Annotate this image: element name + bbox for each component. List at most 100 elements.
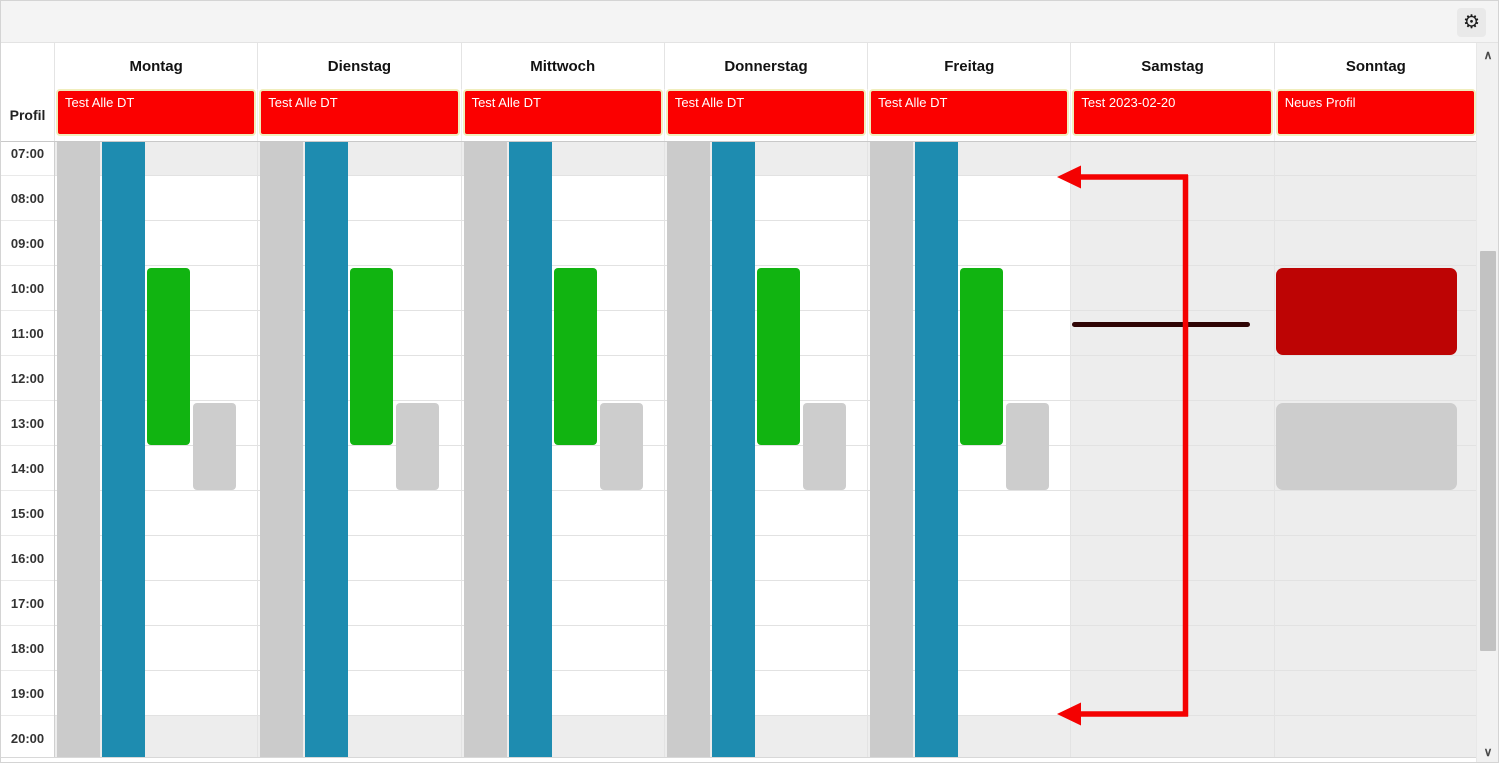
profile-banner[interactable]: Neues Profil: [1275, 89, 1476, 136]
hour-cell: [1071, 401, 1275, 446]
event-lightgray[interactable]: [396, 403, 440, 490]
profile-cell: Test Alle DT: [462, 89, 665, 141]
time-label: 09:00: [1, 221, 54, 266]
time-label: 16:00: [1, 536, 54, 581]
time-label: 12:00: [1, 356, 54, 401]
bar-gray[interactable]: [260, 142, 304, 757]
hour-cell: [1071, 716, 1275, 757]
event-green[interactable]: [147, 268, 190, 445]
hour-cell: [1071, 142, 1275, 176]
profile-banner[interactable]: Test Alle DT: [462, 89, 663, 136]
hour-cell: [1071, 266, 1275, 311]
hour-cell: [1071, 446, 1275, 491]
time-label: 15:00: [1, 491, 54, 536]
time-label: 17:00: [1, 581, 54, 626]
day-column-sonntag[interactable]: [1274, 142, 1478, 757]
event-darkred[interactable]: [1275, 268, 1457, 355]
scroll-down-button[interactable]: ∨: [1483, 745, 1493, 759]
time-label: 19:00: [1, 671, 54, 716]
profile-banner[interactable]: Test Alle DT: [56, 89, 257, 136]
bar-gray[interactable]: [57, 142, 100, 757]
hour-cell: [1274, 176, 1478, 221]
event-lightgray[interactable]: [802, 403, 846, 490]
hour-cell: [1274, 142, 1478, 176]
gear-icon: ⚙: [1462, 12, 1481, 33]
hour-cell: [1274, 581, 1478, 626]
day-rows: [1071, 142, 1275, 757]
profile-banner[interactable]: Test Alle DT: [259, 89, 460, 136]
hour-cell: [1071, 671, 1275, 716]
day-header-samstag: Samstag: [1071, 43, 1275, 89]
hour-cell: [1274, 491, 1478, 536]
event-lightgray[interactable]: [193, 403, 236, 490]
event-lightgray[interactable]: [1006, 403, 1050, 490]
hour-cell: [1274, 356, 1478, 401]
event-green[interactable]: [350, 268, 394, 445]
day-column-freitag[interactable]: [868, 142, 1072, 757]
time-label: 14:00: [1, 446, 54, 491]
profile-banner[interactable]: Test Alle DT: [869, 89, 1070, 136]
profile-row-label: Profil: [1, 89, 55, 141]
profile-banner[interactable]: Test Alle DT: [665, 89, 867, 136]
scroll-thumb[interactable]: [1480, 251, 1496, 651]
time-label: 13:00: [1, 401, 54, 446]
event-gray[interactable]: [1275, 403, 1457, 490]
hour-cell: [1071, 311, 1275, 356]
hour-cell: [1071, 176, 1275, 221]
bar-blue[interactable]: [305, 142, 349, 757]
bar-blue[interactable]: [508, 142, 552, 757]
hour-cell: [1274, 221, 1478, 266]
hour-cell: [1071, 221, 1275, 266]
day-column-mittwoch[interactable]: [461, 142, 665, 757]
hour-cell: [1071, 356, 1275, 401]
settings-button[interactable]: ⚙: [1457, 8, 1486, 37]
day-column-donnerstag[interactable]: [664, 142, 869, 757]
hour-cell: [1274, 716, 1478, 757]
profile-cell: Test 2023-02-20: [1071, 89, 1275, 141]
hour-cell: [1071, 491, 1275, 536]
bar-blue[interactable]: [711, 142, 755, 757]
hour-cell: [1071, 536, 1275, 581]
scroll-up-button[interactable]: ∧: [1483, 48, 1493, 62]
bar-gray[interactable]: [666, 142, 710, 757]
day-column-montag[interactable]: [55, 142, 259, 757]
time-label: 08:00: [1, 176, 54, 221]
day-header-dienstag: Dienstag: [258, 43, 462, 89]
vertical-scrollbar[interactable]: ∧ ∨: [1476, 43, 1498, 762]
event-green[interactable]: [553, 268, 597, 445]
time-label: 20:00: [1, 716, 54, 757]
bar-blue[interactable]: [915, 142, 959, 757]
profile-cell: Test Alle DT: [665, 89, 869, 141]
time-label: 07:00: [1, 142, 54, 176]
profile-banner[interactable]: Test 2023-02-20: [1072, 89, 1273, 136]
event-green[interactable]: [756, 268, 800, 445]
hour-cell: [1274, 626, 1478, 671]
hour-cell: [1274, 671, 1478, 716]
profile-cell: Neues Profil: [1275, 89, 1478, 141]
event-green[interactable]: [960, 268, 1004, 445]
profile-cell: Test Alle DT: [55, 89, 259, 141]
day-header-sonntag: Sonntag: [1275, 43, 1478, 89]
time-label: 11:00: [1, 311, 54, 356]
profile-cell: Test Alle DT: [868, 89, 1072, 141]
day-column-samstag[interactable]: [1071, 142, 1275, 757]
top-toolbar: ⚙: [1, 1, 1498, 43]
bar-blue[interactable]: [102, 142, 145, 757]
day-column-dienstag[interactable]: [258, 142, 462, 757]
header-corner-stub: [1, 43, 55, 89]
bar-gray[interactable]: [463, 142, 507, 757]
time-label: 18:00: [1, 626, 54, 671]
marker-line[interactable]: [1072, 322, 1251, 327]
day-header-mittwoch: Mittwoch: [462, 43, 665, 89]
time-label: 10:00: [1, 266, 54, 311]
event-lightgray[interactable]: [599, 403, 643, 490]
day-header-freitag: Freitag: [868, 43, 1072, 89]
bar-gray[interactable]: [870, 142, 914, 757]
hour-cell: [1071, 626, 1275, 671]
